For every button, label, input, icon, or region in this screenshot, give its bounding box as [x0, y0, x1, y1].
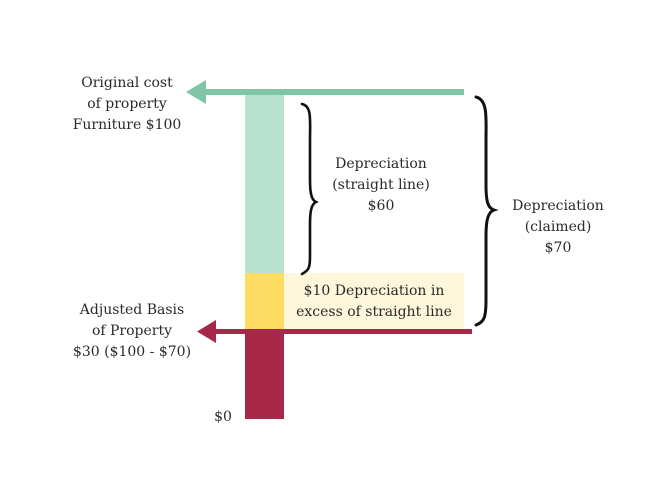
excess-depreciation-box — [284, 273, 464, 330]
straight-line-bracket — [300, 102, 319, 276]
original-cost-arrow — [186, 80, 464, 104]
claimed-bracket — [474, 95, 499, 327]
label-line: $60 — [367, 198, 395, 214]
excess-depreciation-bar — [245, 273, 284, 330]
label-line: of Property — [91, 323, 173, 339]
label-line: Furniture $100 — [72, 117, 182, 133]
original-cost-label: Original cost of property Furniture $100 — [62, 73, 192, 136]
zero-label: $0 — [214, 409, 232, 425]
adjusted-basis-bar — [245, 330, 284, 419]
label-line: $70 — [544, 240, 572, 256]
label-line: Adjusted Basis — [79, 302, 185, 318]
label-line: $30 ($100 - $70) — [72, 344, 192, 360]
label-line: excess of straight line — [296, 304, 452, 320]
claimed-label: Depreciation (claimed) $70 — [498, 196, 618, 259]
straight-line-label: Depreciation (straight line) $60 — [316, 154, 446, 217]
label-line: Original cost — [81, 75, 173, 91]
adjusted-basis-label: Adjusted Basis of Property $30 ($100 - $… — [62, 300, 202, 363]
label-line: $10 Depreciation in — [303, 283, 445, 299]
label-line: Depreciation — [512, 198, 604, 214]
excess-label: $10 Depreciation in excess of straight l… — [284, 281, 464, 323]
label-line: (claimed) — [524, 219, 592, 235]
label-line: of property — [87, 96, 167, 112]
label-line: (straight line) — [332, 177, 430, 193]
adjusted-basis-arrow — [197, 320, 472, 343]
label-line: Depreciation — [335, 156, 427, 172]
straight-line-depreciation-bar — [245, 94, 284, 273]
